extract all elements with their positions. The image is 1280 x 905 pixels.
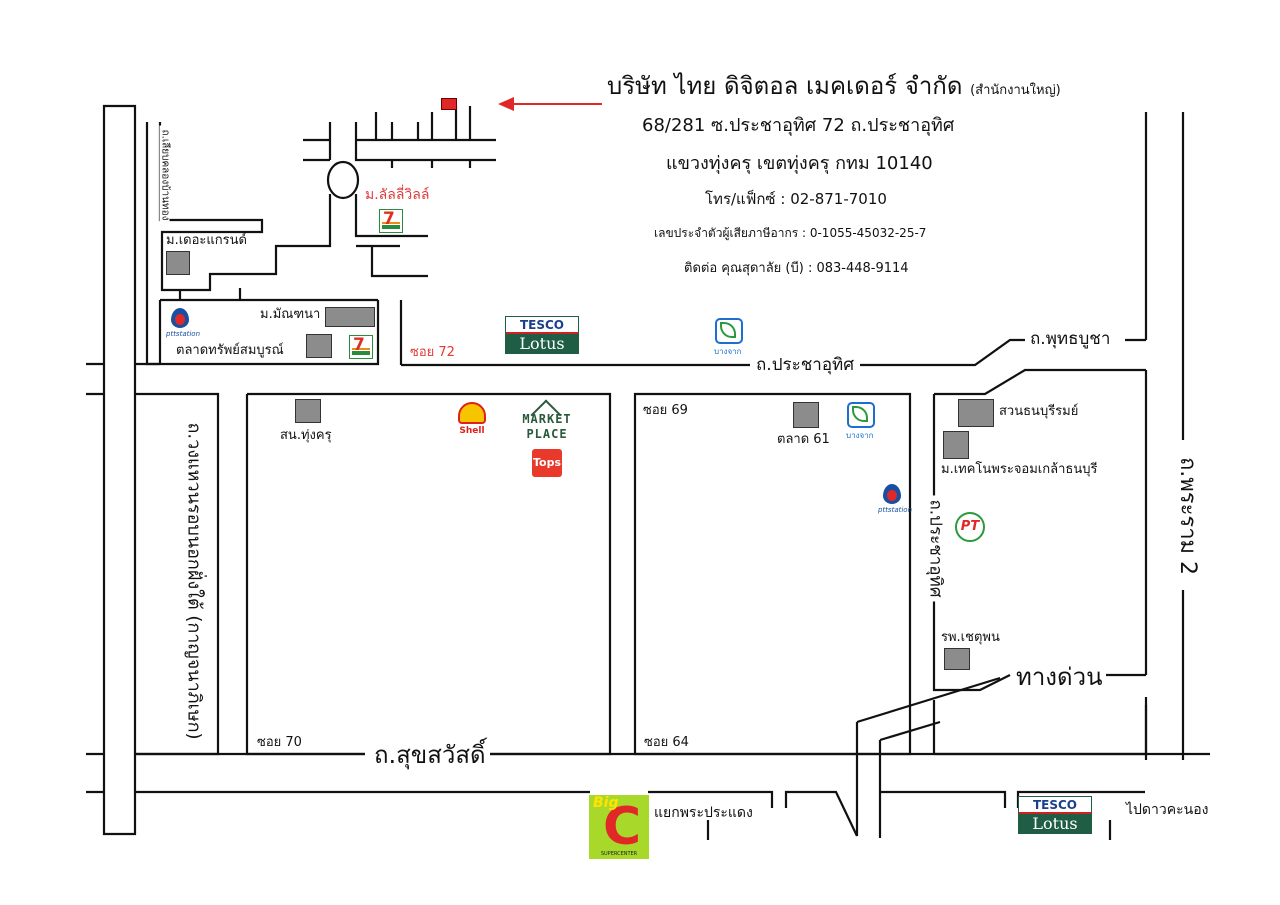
label-expressway: ทางด่วน (1012, 664, 1107, 690)
label-road-rama2-text: ถ.พระราม 2 (1175, 456, 1201, 576)
label-kmutt: ม.เทคโนพระจอมเกล้าธนบุรี (941, 462, 1098, 477)
label-hospital: รพ.เชตุพน (941, 630, 1000, 645)
label-road-pracha-uthit: ถ.ประชาอุทิศ (752, 356, 859, 375)
label-police: สน.ทุ่งครุ (280, 428, 332, 443)
pt-station-icon: PT (955, 512, 985, 542)
ptt-icon-2: pttstation (876, 484, 912, 516)
company-name: บริษัท ไทย ดิจิตอล เมคเดอร์ จำกัด (สำนัก… (607, 66, 1061, 105)
building-the-grand (166, 251, 190, 275)
seven-eleven-icon-2: 7 (349, 335, 373, 359)
road-blocks (245, 368, 1148, 756)
building-manthana (325, 307, 375, 327)
label-to-daokanong: ไปดาวคะนอง (1126, 802, 1209, 818)
company-name-text: บริษัท ไทย ดิจิตอล เมคเดอร์ จำกัด (607, 72, 963, 100)
company-address-line1: 68/281 ซ.ประชาอุทิศ 72 ถ.ประชาอุทิศ (642, 115, 955, 136)
building-kmutt (943, 431, 969, 459)
label-road-small-vertical: ถ.เลียบคลองบ้านทอง (159, 125, 171, 225)
company-branch: (สำนักงานใหญ่) (970, 83, 1061, 98)
company-phone: โทร/แฟ็กซ์ : 02-871-7010 (705, 190, 887, 208)
building-talad-sap (306, 334, 332, 358)
company-address-line2: แขวงทุ่งครุ เขตทุ่งครุ กทม 10140 (666, 153, 933, 174)
road-suksawat (86, 752, 1210, 840)
label-road-kanchanaphisek-text: ถ.วงแหวนรอบนอกฝั่งใต้ (กาญจนาภิเษก) (183, 422, 205, 740)
company-tax-id: เลขประจำตัวผู้เสียภาษีอากร : 0-1055-4503… (654, 226, 927, 240)
building-hospital (944, 648, 970, 670)
label-talad-sap: ตลาดทรัพย์สมบูรณ์ (176, 343, 284, 358)
tops-icon: Tops (532, 449, 562, 477)
label-road-kanchanaphisek: ถ.วงแหวนรอบนอกฝั่งใต้ (กาญจนาภิเษก) (183, 418, 205, 744)
building-police (295, 399, 321, 423)
road-kanchanaphisek (102, 104, 137, 836)
label-soi69: ซอย 69 (643, 403, 688, 418)
label-road-small-vertical-text: ถ.เลียบคลองบ้านทอง (159, 129, 171, 221)
label-soi70: ซอย 70 (257, 735, 302, 750)
shell-icon: Shell (454, 402, 490, 442)
ptt-icon: pttstation (164, 308, 200, 340)
label-lalliville: ม.ลัลลี่วิลล์ (365, 187, 430, 203)
label-talad61: ตลาด 61 (777, 432, 830, 447)
label-road-suksawat: ถ.สุขสวัสดิ์ (370, 742, 490, 768)
label-road-phutthabucha: ถ.พุทธบูชา (1026, 330, 1115, 349)
road-rama2 (1144, 112, 1185, 760)
company-contact: ติดต่อ คุณสุดาลัย (บี) : 083-448-9114 (684, 261, 909, 276)
label-manthana: ม.มัณฑนา (260, 307, 321, 322)
label-park: สวนธนบุรีรมย์ (999, 404, 1079, 419)
arrow-to-company (498, 97, 602, 111)
bangchak-icon-2: บางจาก (846, 402, 878, 440)
label-road-pracha-uthit-vertical-text: ถ.ประชาอุทิศ (925, 499, 946, 598)
bangchak-icon: บางจาก (714, 318, 746, 356)
label-yaek: แยกพระประแดง (654, 805, 753, 821)
building-park (958, 399, 994, 427)
label-soi72: ซอย 72 (410, 345, 455, 360)
label-road-pracha-uthit-vertical: ถ.ประชาอุทิศ (925, 495, 946, 602)
road-expressway (855, 673, 1146, 838)
label-the-grand: ม.เดอะแกรนด์ (166, 233, 247, 248)
seven-eleven-icon: 7 (379, 209, 403, 233)
road-upper-left (145, 106, 496, 366)
building-talad61 (793, 402, 819, 428)
company-location-marker (441, 98, 457, 110)
label-road-rama2: ถ.พระราม 2 (1175, 452, 1201, 580)
label-soi64: ซอย 64 (644, 735, 689, 750)
